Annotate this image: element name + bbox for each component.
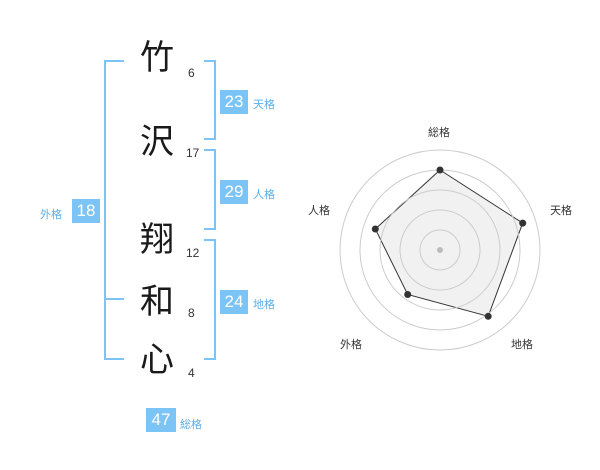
chikaku-score: 24 — [220, 290, 248, 314]
jinkaku-bracket — [204, 149, 216, 230]
radar-ring-overlay — [419, 229, 461, 271]
radar-polygon — [374, 169, 524, 317]
tenkaku-label: 天格 — [253, 98, 275, 111]
stroke-count-2: 17 — [186, 146, 200, 160]
radar-label-soukaku: 総格 — [428, 126, 450, 139]
tenkaku-bracket — [204, 60, 216, 140]
radar-center — [437, 247, 443, 253]
radar-point-5 — [371, 225, 379, 233]
stroke-count-1: 6 — [188, 66, 195, 80]
radar-point-3 — [484, 312, 492, 320]
soukaku-label: 総格 — [180, 418, 202, 431]
radar-ring-overlay — [379, 189, 501, 311]
stroke-count-5: 4 — [188, 366, 195, 380]
jinkaku-label: 人格 — [253, 188, 275, 201]
tenkaku-score: 23 — [220, 90, 248, 114]
radar-point-2 — [519, 219, 527, 227]
gaikaku-label: 外格 — [40, 208, 62, 221]
radar-point-1 — [436, 166, 444, 174]
name-char-1: 竹 — [140, 38, 174, 78]
gaikaku-bracket-tick — [104, 298, 124, 300]
radar-ring-overlay — [399, 209, 481, 291]
chikaku-bracket — [204, 239, 216, 360]
chikaku-label: 地格 — [253, 298, 275, 311]
gaikaku-score: 18 — [72, 199, 100, 223]
name-char-3: 翔 — [140, 220, 174, 260]
stroke-count-3: 12 — [186, 246, 200, 260]
gaikaku-bracket — [104, 60, 124, 360]
jinkaku-score: 29 — [220, 180, 248, 204]
radar-point-4 — [404, 291, 412, 298]
name-char-5: 心 — [140, 340, 174, 380]
soukaku-score: 47 — [146, 408, 176, 432]
radar-label-jinkaku: 人格 — [308, 204, 330, 217]
radar-label-chikaku: 地格 — [511, 338, 533, 351]
radar-label-gaikaku: 外格 — [340, 338, 362, 351]
stroke-count-4: 8 — [188, 306, 195, 320]
name-char-2: 沢 — [140, 122, 174, 162]
name-char-4: 和 — [140, 282, 174, 322]
radar-label-tenkaku: 天格 — [550, 204, 572, 217]
